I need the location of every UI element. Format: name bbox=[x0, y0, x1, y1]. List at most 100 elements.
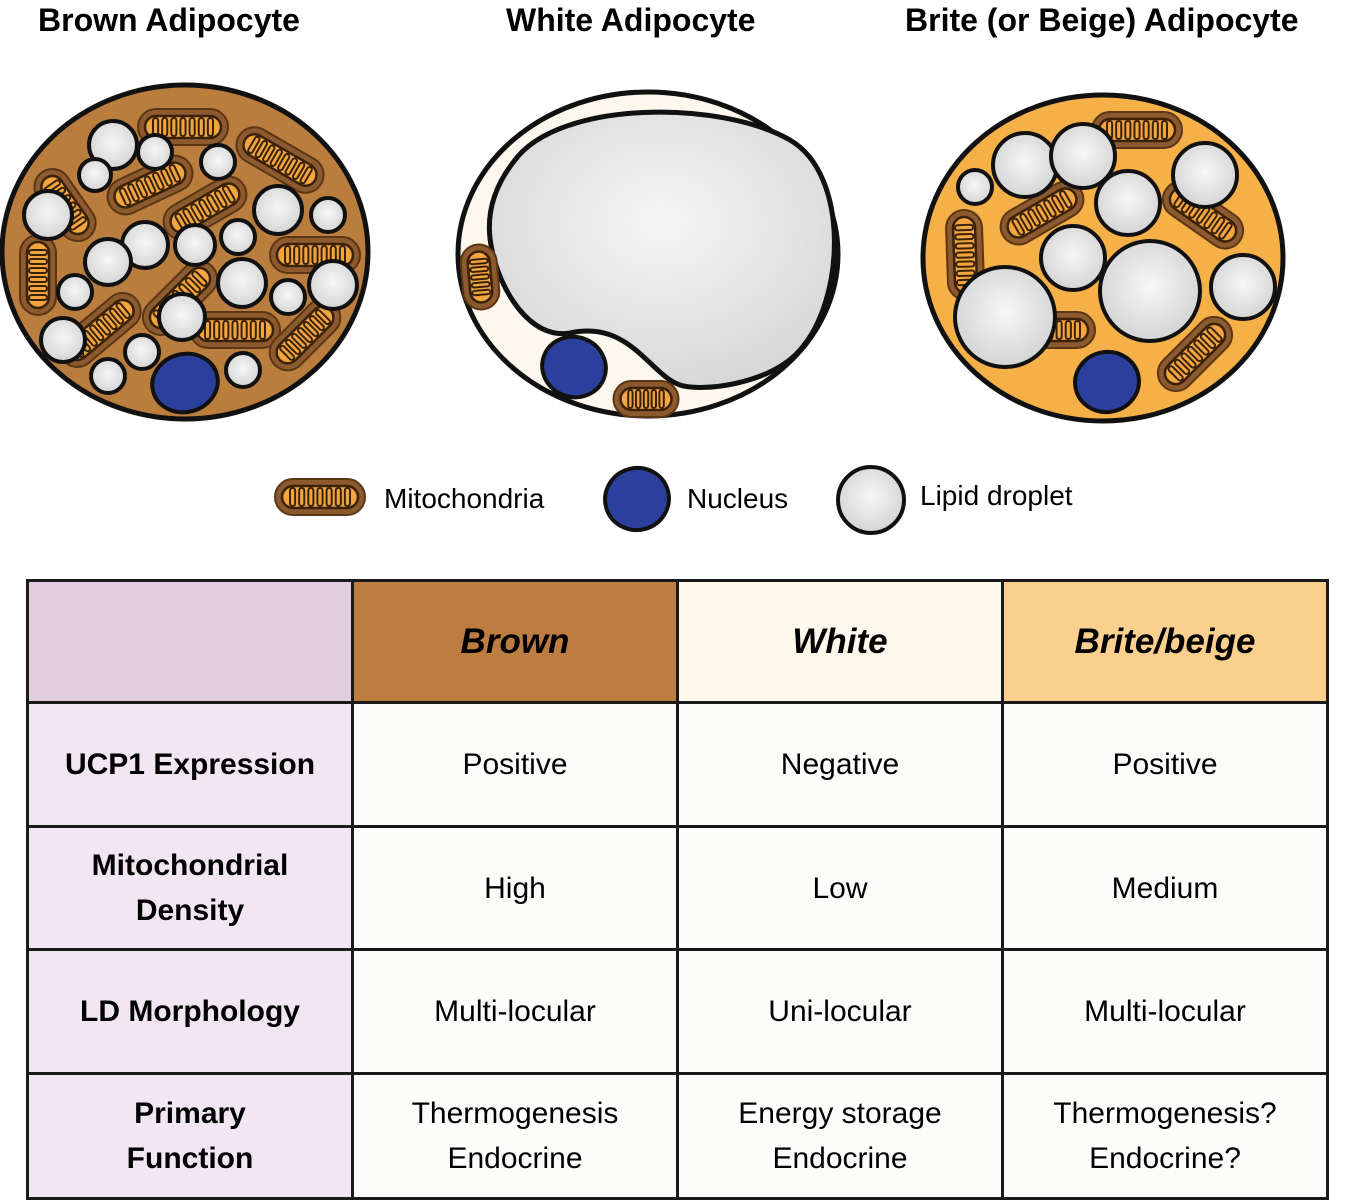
mitochondrion bbox=[189, 311, 281, 349]
mitochondrion bbox=[268, 298, 342, 372]
mitochondrion bbox=[274, 478, 366, 516]
row-label-line: Mitochondrial bbox=[91, 849, 289, 882]
cell-line: High bbox=[484, 871, 546, 905]
lipid-droplet bbox=[307, 259, 359, 311]
cell-line: Endocrine bbox=[447, 1142, 583, 1175]
adipocyte-comparison-table: Brown White Brite/beige UCP1 Expression … bbox=[26, 579, 1329, 1200]
mitochondrion bbox=[106, 154, 194, 216]
lipid-droplet bbox=[87, 119, 139, 171]
table-cell: Multi-locular bbox=[351, 948, 679, 1075]
table-cell: High bbox=[351, 825, 679, 951]
lipid-droplet bbox=[1098, 239, 1202, 343]
lipid-droplet bbox=[157, 292, 207, 342]
row-label-line: UCP1 Expression bbox=[64, 748, 316, 781]
lipid-droplet bbox=[199, 143, 237, 181]
mitochondrion bbox=[459, 243, 501, 311]
lipid-droplet bbox=[252, 184, 304, 236]
lipid-droplet bbox=[216, 257, 268, 309]
mitochondrion bbox=[269, 236, 361, 274]
nucleus bbox=[603, 465, 671, 533]
lipid-droplet bbox=[991, 131, 1059, 199]
table-cell: Multi-locular bbox=[1001, 948, 1329, 1075]
white-adipocyte-title: White Adipocyte bbox=[506, 2, 756, 38]
brite-adipocyte-cell bbox=[920, 92, 1286, 424]
cell-line: Multi-locular bbox=[1084, 995, 1246, 1028]
lipid-droplet bbox=[309, 196, 347, 234]
cell-line: Medium bbox=[1111, 871, 1219, 905]
row-label-line: Function bbox=[126, 1142, 254, 1175]
lipid-droplet bbox=[1171, 141, 1239, 209]
table-cell: Thermogenesis? Endocrine? bbox=[1001, 1072, 1329, 1200]
brite-adipocyte-title: Brite (or Beige) Adipocyte bbox=[905, 2, 1299, 38]
lipid-droplet bbox=[56, 273, 94, 311]
header-corner-cell bbox=[26, 579, 354, 704]
cell-line: Multi-locular bbox=[434, 995, 596, 1028]
table-header-row: Brown White Brite/beige bbox=[26, 579, 1329, 704]
brown-adipocyte-title: Brown Adipocyte bbox=[38, 2, 300, 38]
mitochondrion bbox=[999, 180, 1085, 246]
lipid-droplet bbox=[77, 157, 113, 193]
legend-label-mitochondria: Mitochondria bbox=[384, 483, 545, 514]
lipid-droplet bbox=[22, 189, 74, 241]
lipid-droplet bbox=[1209, 253, 1277, 321]
row-label-ld-morphology: LD Morphology bbox=[26, 948, 354, 1075]
lipid-droplet bbox=[39, 316, 87, 364]
mitochondrion bbox=[1156, 315, 1234, 393]
lipid-droplet bbox=[136, 133, 174, 171]
nucleus bbox=[1073, 349, 1141, 415]
mitochondrion bbox=[162, 175, 248, 241]
lipid-droplet bbox=[1094, 169, 1162, 237]
header-brite-beige: Brite/beige bbox=[1001, 579, 1329, 704]
mitochondrion bbox=[612, 380, 680, 418]
lipid-droplet bbox=[269, 278, 307, 316]
table-cell: Positive bbox=[351, 701, 679, 828]
lipid-droplet bbox=[123, 333, 161, 371]
adipocyte-illustration bbox=[0, 82, 1286, 535]
table-cell: Negative bbox=[676, 701, 1004, 828]
cell-line: Thermogenesis bbox=[411, 1097, 619, 1130]
lipid-droplet bbox=[224, 351, 262, 389]
row-label-line: Density bbox=[135, 894, 245, 927]
row-label-line: Primary bbox=[134, 1097, 246, 1130]
lipid-droplet bbox=[486, 109, 837, 390]
table-row: LD Morphology Multi-locular Uni-locular … bbox=[26, 948, 1329, 1075]
header-white: White bbox=[676, 579, 1004, 704]
lipid-droplet bbox=[173, 223, 217, 267]
lipid-droplet bbox=[219, 218, 257, 256]
legend-icons bbox=[274, 465, 906, 535]
cell-line: Endocrine? bbox=[1089, 1142, 1241, 1175]
row-label-line: LD Morphology bbox=[80, 995, 300, 1028]
lipid-droplet bbox=[89, 357, 127, 395]
cell-line: Endocrine bbox=[772, 1142, 908, 1175]
table-row: UCP1 Expression Positive Negative Positi… bbox=[26, 701, 1329, 828]
mitochondrion bbox=[235, 126, 325, 194]
lipid-droplet bbox=[83, 237, 133, 287]
lipid-droplet bbox=[953, 265, 1057, 369]
legend-label-nucleus: Nucleus bbox=[687, 483, 789, 514]
lipid-droplet bbox=[1049, 122, 1117, 190]
cell-line: Low bbox=[812, 871, 868, 905]
lipid-droplet bbox=[956, 168, 994, 206]
table-cell: Low bbox=[676, 825, 1004, 951]
nucleus bbox=[150, 351, 220, 415]
row-label-ucp1-expression: UCP1 Expression bbox=[26, 701, 354, 828]
cell-line: Thermogenesis? bbox=[1053, 1097, 1277, 1130]
nucleus bbox=[540, 334, 608, 400]
table-cell: Medium bbox=[1001, 825, 1329, 951]
cell-line: Positive bbox=[462, 748, 568, 781]
header-brown: Brown bbox=[351, 579, 679, 704]
cell-line: Negative bbox=[780, 748, 900, 781]
table-cell: Uni-locular bbox=[676, 948, 1004, 1075]
legend-label-lipid-droplet: Lipid droplet bbox=[920, 480, 1073, 511]
cell-line: Uni-locular bbox=[768, 995, 912, 1028]
lipid-droplet bbox=[836, 465, 906, 535]
cell-line: Energy storage bbox=[738, 1097, 942, 1130]
brown-adipocyte-cell bbox=[0, 82, 371, 422]
white-adipocyte-cell bbox=[455, 89, 841, 419]
